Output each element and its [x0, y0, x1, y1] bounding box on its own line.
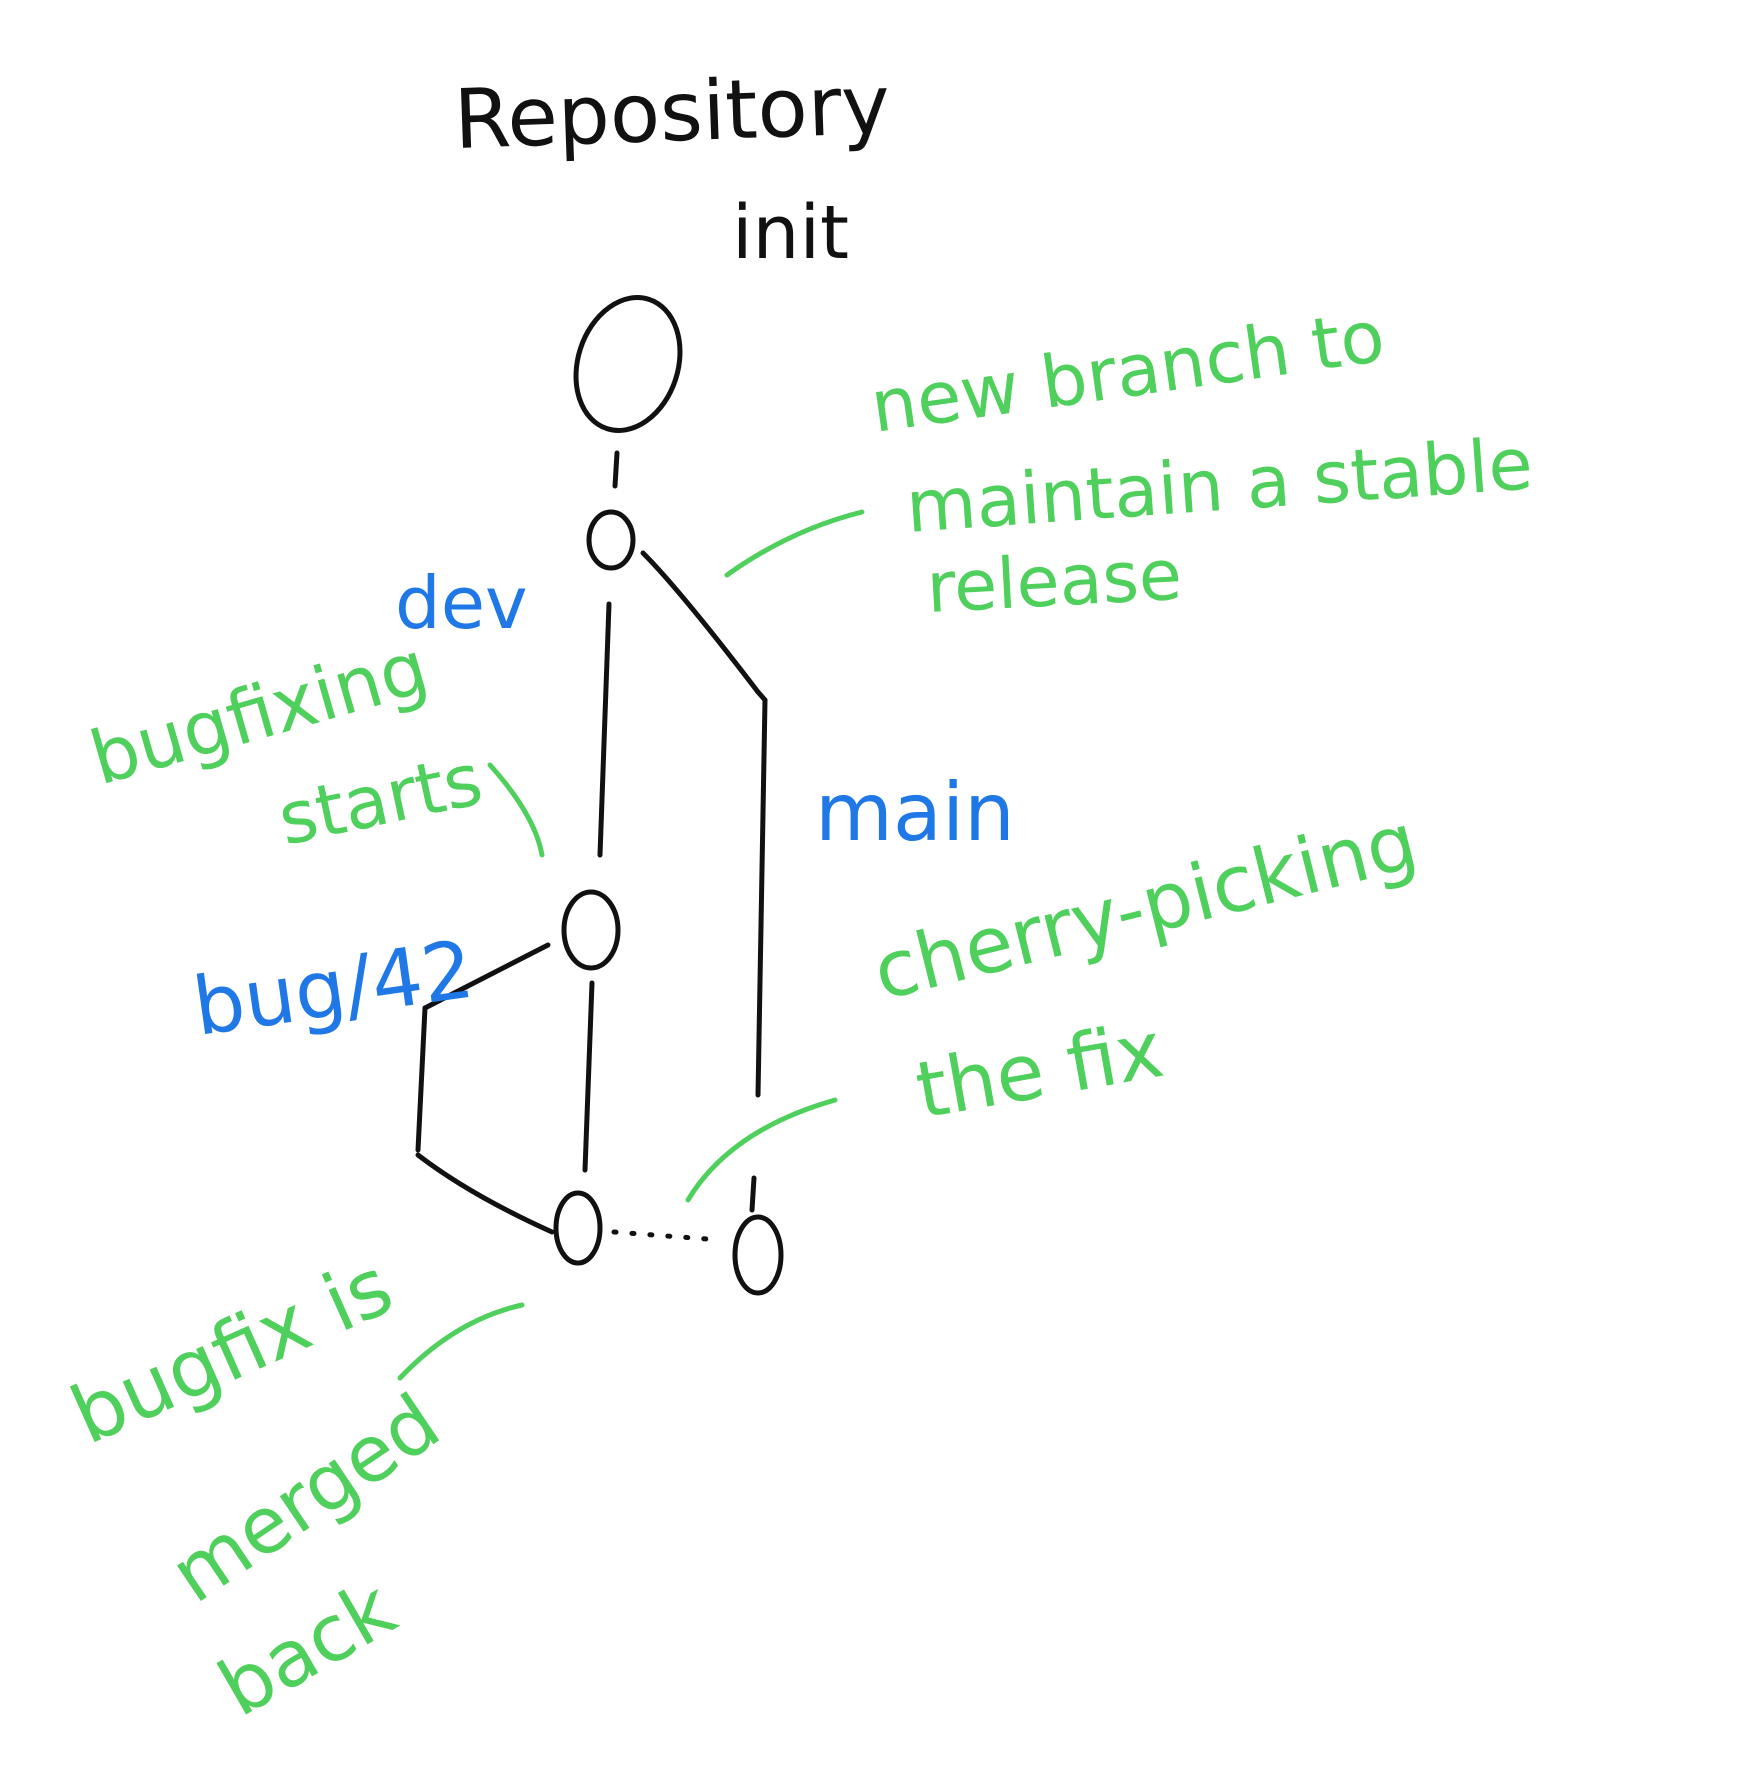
branch-point-commit-node: [586, 509, 636, 571]
note-bugfixing-line2: starts: [271, 737, 489, 862]
title-repository: Repository: [452, 58, 891, 168]
title-init: init: [732, 190, 849, 276]
edge-root-to-branch-point: [612, 450, 620, 489]
branch-label-main: main: [815, 766, 1015, 859]
pointer-cherry-picking: [685, 1097, 838, 1203]
note-cherry-picking-line2: the fix: [910, 1005, 1170, 1137]
edge-main-to-cherry-pick: [749, 1175, 757, 1213]
edge-main-diagonal: [640, 550, 768, 703]
bugfix-start-commit-node: [561, 889, 621, 971]
edge-bug-branch-out: [422, 942, 551, 1011]
note-new-branch-line1: new branch to: [866, 294, 1390, 449]
root-commit-node: [573, 295, 683, 433]
merge-commit-node: [553, 1190, 603, 1266]
note-new-branch-line3: release: [925, 534, 1184, 629]
branch-label-bug-42: bug/42: [188, 923, 479, 1054]
cherry-pick-dotted-link: [611, 1229, 723, 1243]
edge-dev-lower: [582, 980, 595, 1173]
pointer-bugfixing-starts: [487, 762, 545, 858]
edge-bug-merge-back: [415, 1152, 555, 1235]
note-new-branch-line2: maintain a stable: [903, 421, 1535, 549]
pointer-bugfix-merged: [397, 1302, 525, 1381]
cherry-pick-commit-node: [732, 1214, 784, 1296]
edge-main-vertical: [755, 697, 768, 1098]
branch-label-dev: dev: [395, 561, 528, 645]
edge-dev-upper: [597, 601, 612, 858]
pointer-new-branch: [724, 509, 865, 578]
edge-bug-branch-vertical: [415, 1005, 428, 1153]
